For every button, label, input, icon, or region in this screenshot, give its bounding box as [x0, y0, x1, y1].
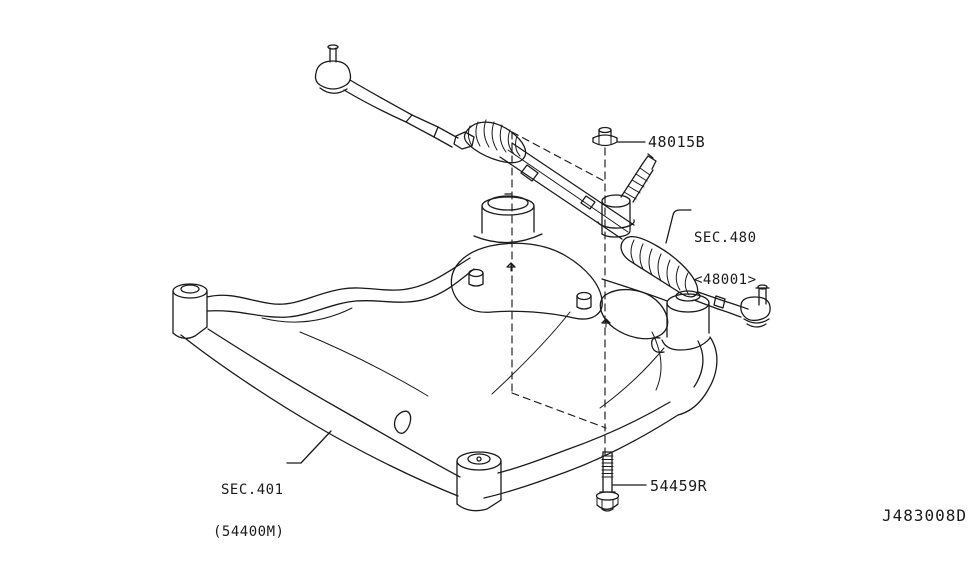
- section-label-sec401: SEC.401: [221, 482, 284, 498]
- section-callout-401: SEC.401 (54400M): [213, 455, 284, 566]
- tie-rod-end-right-drawing: [693, 284, 771, 328]
- boot-right-drawing: [620, 235, 699, 298]
- tie-rod-end-left-drawing: [314, 44, 475, 150]
- mount-hole-markers: [506, 262, 611, 328]
- section-ref-48001: <48001>: [694, 272, 757, 288]
- part-label-48015b: 48015B: [648, 133, 706, 151]
- bushing-rear-drawing: [456, 451, 502, 512]
- mount-boss-drawing: [473, 193, 543, 244]
- leader-lines: [286, 141, 692, 486]
- flange-nut-drawing: [592, 126, 618, 147]
- bushing-front-left-drawing: [172, 283, 208, 340]
- subframe-drawing: [172, 193, 718, 512]
- input-shaft-drawing: [620, 153, 657, 203]
- rack-tube-drawing: [499, 142, 635, 240]
- part-label-54459r: 54459R: [650, 477, 708, 495]
- section-ref-54400m: (54400M): [213, 524, 285, 540]
- pinion-housing-drawing: [597, 194, 635, 238]
- boot-left-drawing: [463, 119, 527, 164]
- bolt-boss-drawing: [468, 268, 592, 310]
- steering-gear-assembly-drawing: [314, 44, 771, 328]
- section-callout-480: SEC.480 <48001>: [694, 203, 757, 315]
- mounting-bolt-drawing: [595, 451, 620, 512]
- drawing-number: J483008D: [882, 506, 968, 525]
- bushing-right-drawing: [651, 290, 711, 354]
- section-label-sec480: SEC.480: [694, 230, 757, 246]
- alignment-dashed-lines: [511, 131, 607, 459]
